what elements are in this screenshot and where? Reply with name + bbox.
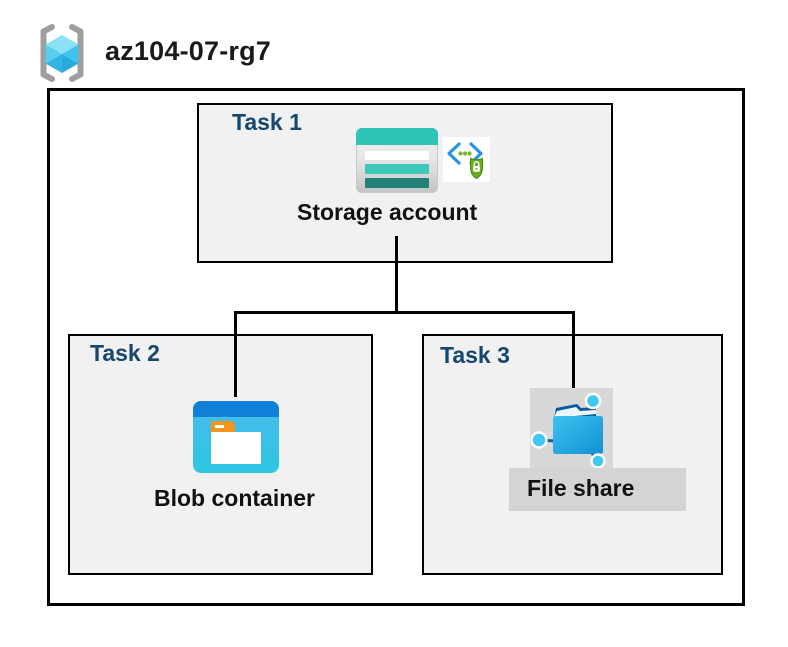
blob-icon-tab-dash — [215, 425, 224, 428]
connector-horizontal — [234, 311, 575, 314]
storage-account-icon — [356, 128, 438, 193]
connector-to-blob — [234, 311, 237, 397]
task1-label: Task 1 — [232, 109, 302, 135]
file-share-label: File share — [527, 475, 635, 501]
storage-icon-bar — [365, 151, 429, 160]
file-share-icon — [530, 392, 606, 468]
blob-icon-folder — [211, 432, 261, 464]
sas-lock-icon — [443, 137, 490, 182]
task3-label: Task 3 — [440, 342, 510, 368]
storage-icon-top-band — [356, 128, 438, 145]
connector-to-fileshare — [572, 311, 575, 393]
resource-group-icon — [40, 24, 84, 82]
blob-container-icon — [193, 401, 279, 473]
storage-icon-bar — [365, 178, 429, 188]
storage-account-label: Storage account — [297, 199, 478, 225]
task2-label: Task 2 — [90, 340, 160, 366]
storage-icon-bar — [365, 164, 429, 174]
blob-icon-topbar — [193, 401, 279, 417]
blob-container-label: Blob container — [154, 485, 316, 511]
file-share-label-bar — [509, 468, 686, 511]
resource-group-name: az104-07-rg7 — [105, 36, 271, 66]
connector-storage-stem — [395, 236, 398, 314]
